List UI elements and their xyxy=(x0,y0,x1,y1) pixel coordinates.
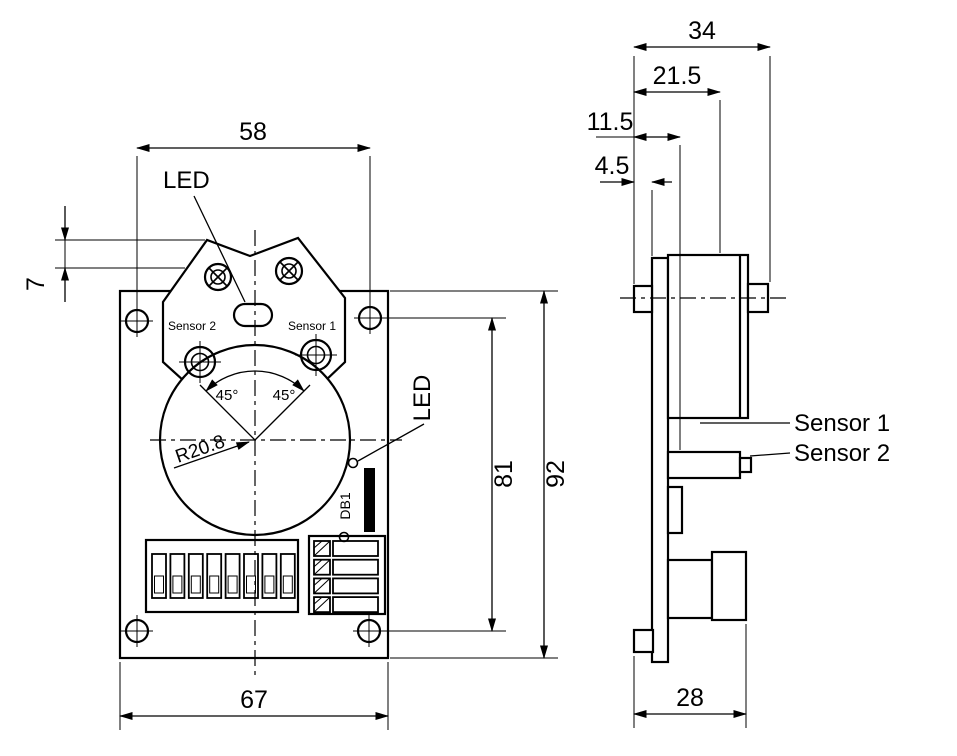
mounting-holes xyxy=(121,302,386,647)
front-sensor1-label: Sensor 1 xyxy=(288,319,336,333)
side-small-component xyxy=(666,485,684,535)
dip-switches xyxy=(151,553,296,599)
led-top-label: LED xyxy=(163,167,210,194)
led-indicator-dot xyxy=(347,457,359,469)
led-callout-top: LED xyxy=(163,167,246,303)
dim-28: 28 xyxy=(633,624,747,728)
dim-92: 92 xyxy=(390,290,570,659)
sensor2-opening xyxy=(179,341,221,383)
front-view: Sensor 2 Sensor 1 xyxy=(22,118,570,730)
led-slot xyxy=(232,302,274,328)
angle-left-label: 45° xyxy=(216,387,239,404)
side-terminal-left xyxy=(666,558,714,620)
db1-label: DB1 xyxy=(337,492,353,519)
terminal-row xyxy=(313,596,379,613)
mounting-hole-top-right xyxy=(354,302,386,334)
side-sensor-callouts: Sensor 1 Sensor 2 xyxy=(700,410,890,467)
dim-11-5: 11.5 xyxy=(587,108,681,450)
side-terminal-right xyxy=(710,550,748,622)
angle-dimension: 45° 45° xyxy=(199,370,311,441)
dim-21-5-label: 21.5 xyxy=(653,62,702,90)
side-sensor2-label: Sensor 2 xyxy=(794,440,890,467)
mounting-hole-bottom-left xyxy=(121,615,153,647)
dim-58-label: 58 xyxy=(239,118,267,146)
mounting-hole-top-left xyxy=(121,305,153,337)
side-sensor2-nub xyxy=(738,456,753,474)
side-pcb-plate xyxy=(650,256,670,664)
side-sensor-housing xyxy=(666,253,750,420)
angle-right-label: 45° xyxy=(273,387,296,404)
terminal-row xyxy=(313,558,379,576)
connector-bar xyxy=(364,468,375,532)
dim-7: 7 xyxy=(22,206,205,302)
side-sensor1-label: Sensor 1 xyxy=(794,410,890,437)
dim-81-label: 81 xyxy=(490,460,518,488)
dim-4-5-label: 4.5 xyxy=(595,152,630,180)
dim-34-label: 34 xyxy=(688,17,716,45)
led-side-label: LED xyxy=(409,375,436,422)
dim-21-5: 21.5 xyxy=(633,62,721,253)
dim-4-5: 4.5 xyxy=(595,152,672,256)
screw-hole-upper-left xyxy=(203,262,233,292)
dip-switch-block xyxy=(144,538,300,614)
terminal-row xyxy=(313,540,379,557)
side-sensor2-bar xyxy=(666,450,742,480)
front-sensor2-label: Sensor 2 xyxy=(168,319,216,333)
side-bottom-nub xyxy=(632,628,655,654)
side-left-nub xyxy=(632,284,654,314)
sensor1-opening xyxy=(295,334,337,376)
terminal-block xyxy=(307,534,387,616)
dim-28-label: 28 xyxy=(676,684,704,712)
dim-11-5-label: 11.5 xyxy=(587,108,634,136)
dim-7-label: 7 xyxy=(22,277,50,291)
screw-hole-upper-right xyxy=(274,256,304,286)
terminal-row xyxy=(313,577,379,595)
dim-58: 58 xyxy=(136,118,371,308)
dim-67-label: 67 xyxy=(240,686,268,714)
mounting-hole-bottom-right xyxy=(353,615,385,647)
dim-81: 81 xyxy=(381,317,518,632)
dim-92-label: 92 xyxy=(542,460,570,488)
db1-dot xyxy=(338,531,350,543)
side-view: 34 21.5 11.5 4.5 28 xyxy=(587,17,890,728)
led-callout-right: LED xyxy=(357,375,436,462)
dim-67: 67 xyxy=(119,662,389,730)
dim-34: 34 xyxy=(633,17,771,284)
